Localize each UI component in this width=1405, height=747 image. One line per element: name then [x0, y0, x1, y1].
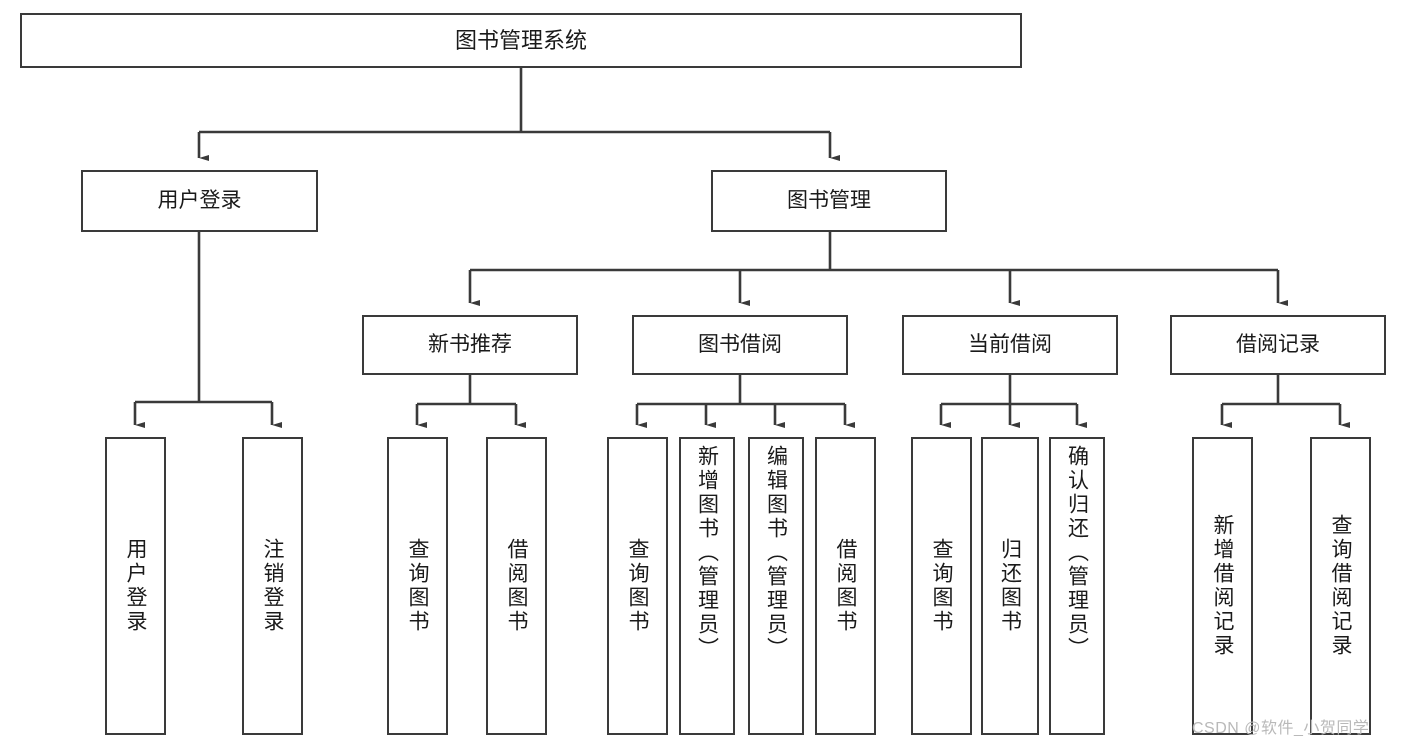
leaf-borrow-add-book-admin[interactable]: 新增图书（管理员）	[679, 437, 735, 735]
leaf-recommend-query-books-label: 查询图书	[406, 538, 429, 634]
leaf-user-login-login-label: 用户登录	[124, 538, 147, 634]
node-current-borrow[interactable]: 当前借阅	[902, 315, 1118, 375]
leaf-record-add-record[interactable]: 新增借阅记录	[1192, 437, 1253, 735]
node-borrow-record[interactable]: 借阅记录	[1170, 315, 1386, 375]
leaf-borrow-query-books-label: 查询图书	[626, 538, 649, 634]
node-user-login-label: 用户登录	[157, 188, 242, 212]
leaf-user-login-login[interactable]: 用户登录	[105, 437, 166, 735]
leaf-borrow-add-book-admin-label: 新增图书（管理员）	[695, 445, 719, 661]
leaf-recommend-borrow-books-label: 借阅图书	[505, 538, 528, 634]
leaf-current-confirm-return-admin-label: 确认归还（管理员）	[1065, 445, 1089, 661]
leaf-borrow-query-books[interactable]: 查询图书	[607, 437, 668, 735]
leaf-recommend-query-books[interactable]: 查询图书	[387, 437, 448, 735]
leaf-borrow-edit-book-admin-label: 编辑图书（管理员）	[764, 445, 788, 661]
leaf-record-add-record-label: 新增借阅记录	[1211, 514, 1234, 658]
node-new-book-recommend-label: 新书推荐	[428, 332, 512, 356]
leaf-user-login-logout-label: 注销登录	[261, 538, 284, 634]
leaf-current-confirm-return-admin[interactable]: 确认归还（管理员）	[1049, 437, 1105, 735]
node-root[interactable]: 图书管理系统	[20, 13, 1022, 68]
node-new-book-recommend[interactable]: 新书推荐	[362, 315, 578, 375]
leaf-record-query-record[interactable]: 查询借阅记录	[1310, 437, 1371, 735]
leaf-borrow-edit-book-admin[interactable]: 编辑图书（管理员）	[748, 437, 804, 735]
leaf-current-query-books[interactable]: 查询图书	[911, 437, 972, 735]
watermark: CSDN @软件_小贺同学	[1192, 720, 1370, 737]
leaf-user-login-logout[interactable]: 注销登录	[242, 437, 303, 735]
node-book-management[interactable]: 图书管理	[711, 170, 947, 232]
node-book-borrow[interactable]: 图书借阅	[632, 315, 848, 375]
leaf-current-return-books-label: 归还图书	[998, 538, 1022, 634]
node-book-management-label: 图书管理	[787, 188, 871, 212]
leaf-borrow-borrow-books-label: 借阅图书	[834, 538, 857, 634]
leaf-recommend-borrow-books[interactable]: 借阅图书	[486, 437, 547, 735]
leaf-current-query-books-label: 查询图书	[930, 538, 953, 634]
node-current-borrow-label: 当前借阅	[968, 332, 1052, 356]
leaf-borrow-borrow-books[interactable]: 借阅图书	[815, 437, 876, 735]
node-book-borrow-label: 图书借阅	[698, 332, 782, 356]
node-root-label: 图书管理系统	[454, 27, 587, 53]
leaf-current-return-books[interactable]: 归还图书	[981, 437, 1039, 735]
leaf-record-query-record-label: 查询借阅记录	[1329, 514, 1352, 658]
node-borrow-record-label: 借阅记录	[1236, 332, 1320, 356]
node-user-login[interactable]: 用户登录	[81, 170, 318, 232]
